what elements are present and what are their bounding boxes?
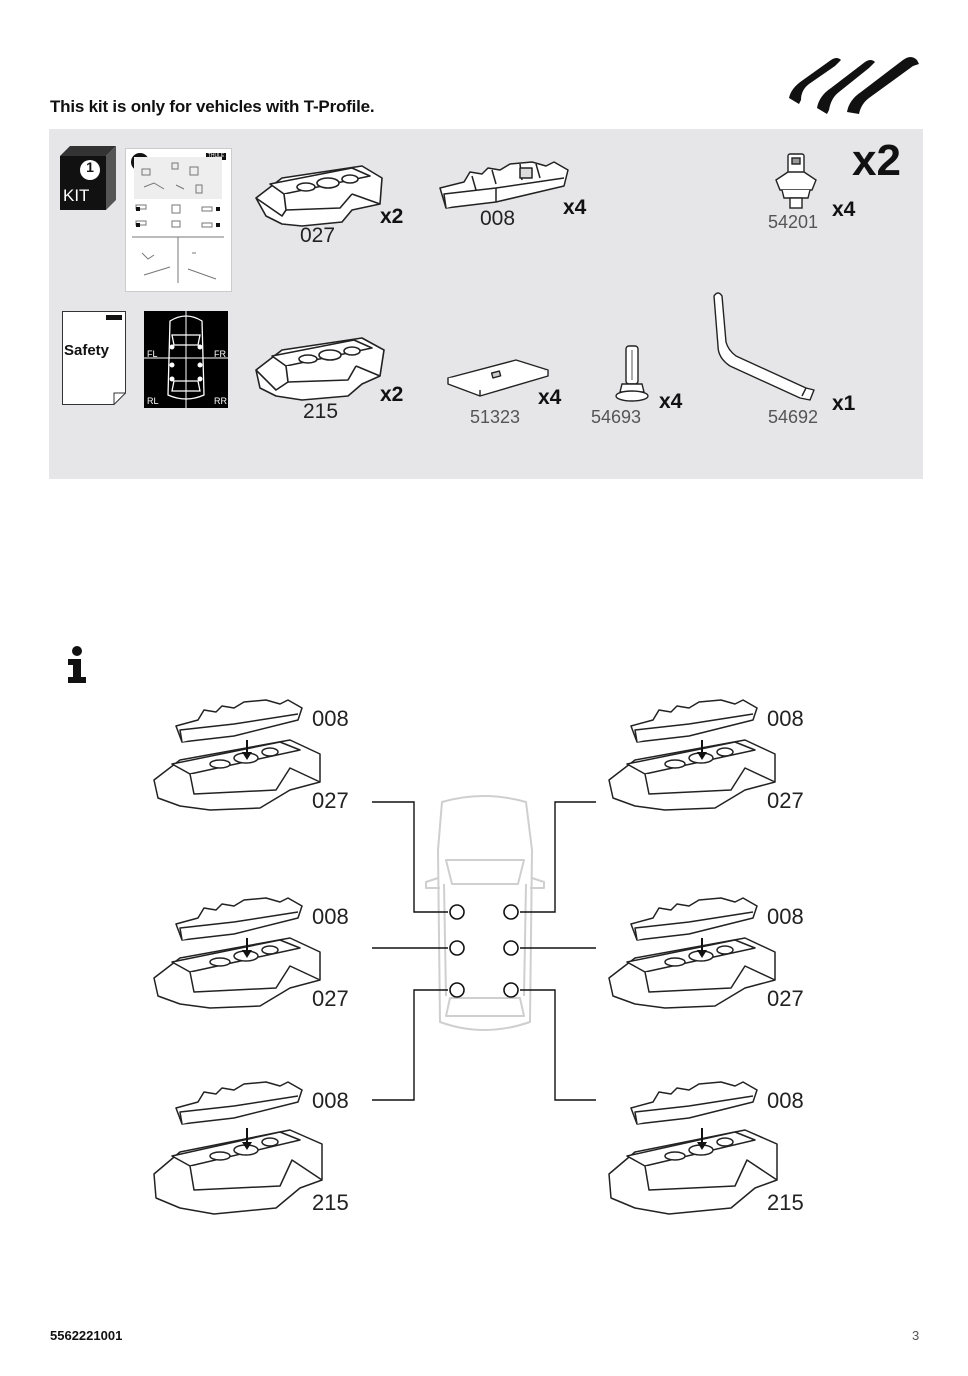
adapter-008-icon [439,161,569,209]
assembly-rear-right: 008 215 [605,1080,825,1220]
pos-fr: FR [214,349,226,359]
assembly-bottom-label: 027 [312,788,349,813]
page-title: This kit is only for vehicles with T-Pro… [50,97,375,116]
assembly-bottom-label: 215 [312,1190,349,1215]
part-54201-qty: x4 [832,198,856,221]
assembly-icon [153,699,321,811]
part-51323-qty: x4 [538,386,562,409]
bolt-54693-icon [615,345,649,402]
assembly-icon [608,1081,778,1215]
info-icon [68,646,86,683]
assembly-top-label: 008 [312,1088,349,1113]
assembly-middle-left: 008 027 [150,896,370,1014]
pos-rl: RL [147,396,159,406]
part-008-number: 008 [480,207,516,230]
booklet-illustration-icon [132,157,224,283]
assembly-front-right: 008 027 [605,698,825,816]
assembly-bottom-label: 027 [767,986,804,1011]
assembly-top-label: 008 [312,904,349,929]
hex-key-54692-icon [713,292,815,401]
safety-document: Safety [62,311,126,405]
assembly-icon [608,897,776,1009]
part-027-number: 027 [300,224,336,247]
part-51323-number: 51323 [470,407,521,427]
assembly-top-label: 008 [767,706,804,731]
assembly-middle-right: 008 027 [605,896,825,1014]
part-215-qty: x2 [380,383,404,406]
pos-rr: RR [214,396,227,406]
part-008-qty: x4 [563,196,587,219]
mount-point-mr [503,940,519,956]
kit-label: KIT [63,186,90,205]
assembly-bottom-label: 215 [767,1190,804,1215]
assembly-bottom-label: 027 [312,986,349,1011]
booklet-brand: THULE [206,153,226,160]
page-number: 3 [912,1328,920,1343]
safety-label: Safety [64,342,110,359]
part-54693-qty: x4 [659,390,683,413]
set-qty: x2 [852,136,901,185]
thule-logo-icon [789,57,919,114]
mount-point-rr [503,982,519,998]
position-diagram: FL FR RL RR [144,311,228,408]
assembly-top-label: 008 [312,706,349,731]
part-215-number: 215 [303,400,339,423]
assembly-top-label: 008 [767,904,804,929]
foot-027-icon [255,165,383,227]
part-027-qty: x2 [380,205,404,228]
mount-point-fr [503,904,519,920]
pos-fl: FL [147,349,158,359]
assembly-bottom-label: 027 [767,788,804,813]
part-54692-qty: x1 [832,392,856,415]
car-outline-icon [144,311,228,408]
kit-box-icon [60,146,116,210]
assembly-icon [153,897,321,1009]
instruction-booklet: 1 THULE [125,148,232,292]
assembly-front-left: 008 027 [150,698,370,816]
mount-point-ml [449,940,465,956]
part-54693-number: 54693 [591,407,642,427]
part-54201-number: 54201 [768,212,819,232]
plate-51323-icon [447,359,549,397]
assembly-icon [608,699,776,811]
car-top-view-icon [425,795,545,1031]
assembly-icon [153,1081,323,1215]
part-54692-number: 54692 [768,407,819,427]
assembly-rear-left: 008 215 [150,1080,370,1220]
assembly-top-label: 008 [767,1088,804,1113]
lock-cylinder-54201-icon [775,153,817,209]
document-code: 5562221001 [50,1328,123,1343]
safety-document-icon [62,311,126,405]
mount-point-fl [449,904,465,920]
mount-point-rl [449,982,465,998]
kit-step-number: 1 [86,159,94,175]
foot-215-icon [255,337,385,401]
